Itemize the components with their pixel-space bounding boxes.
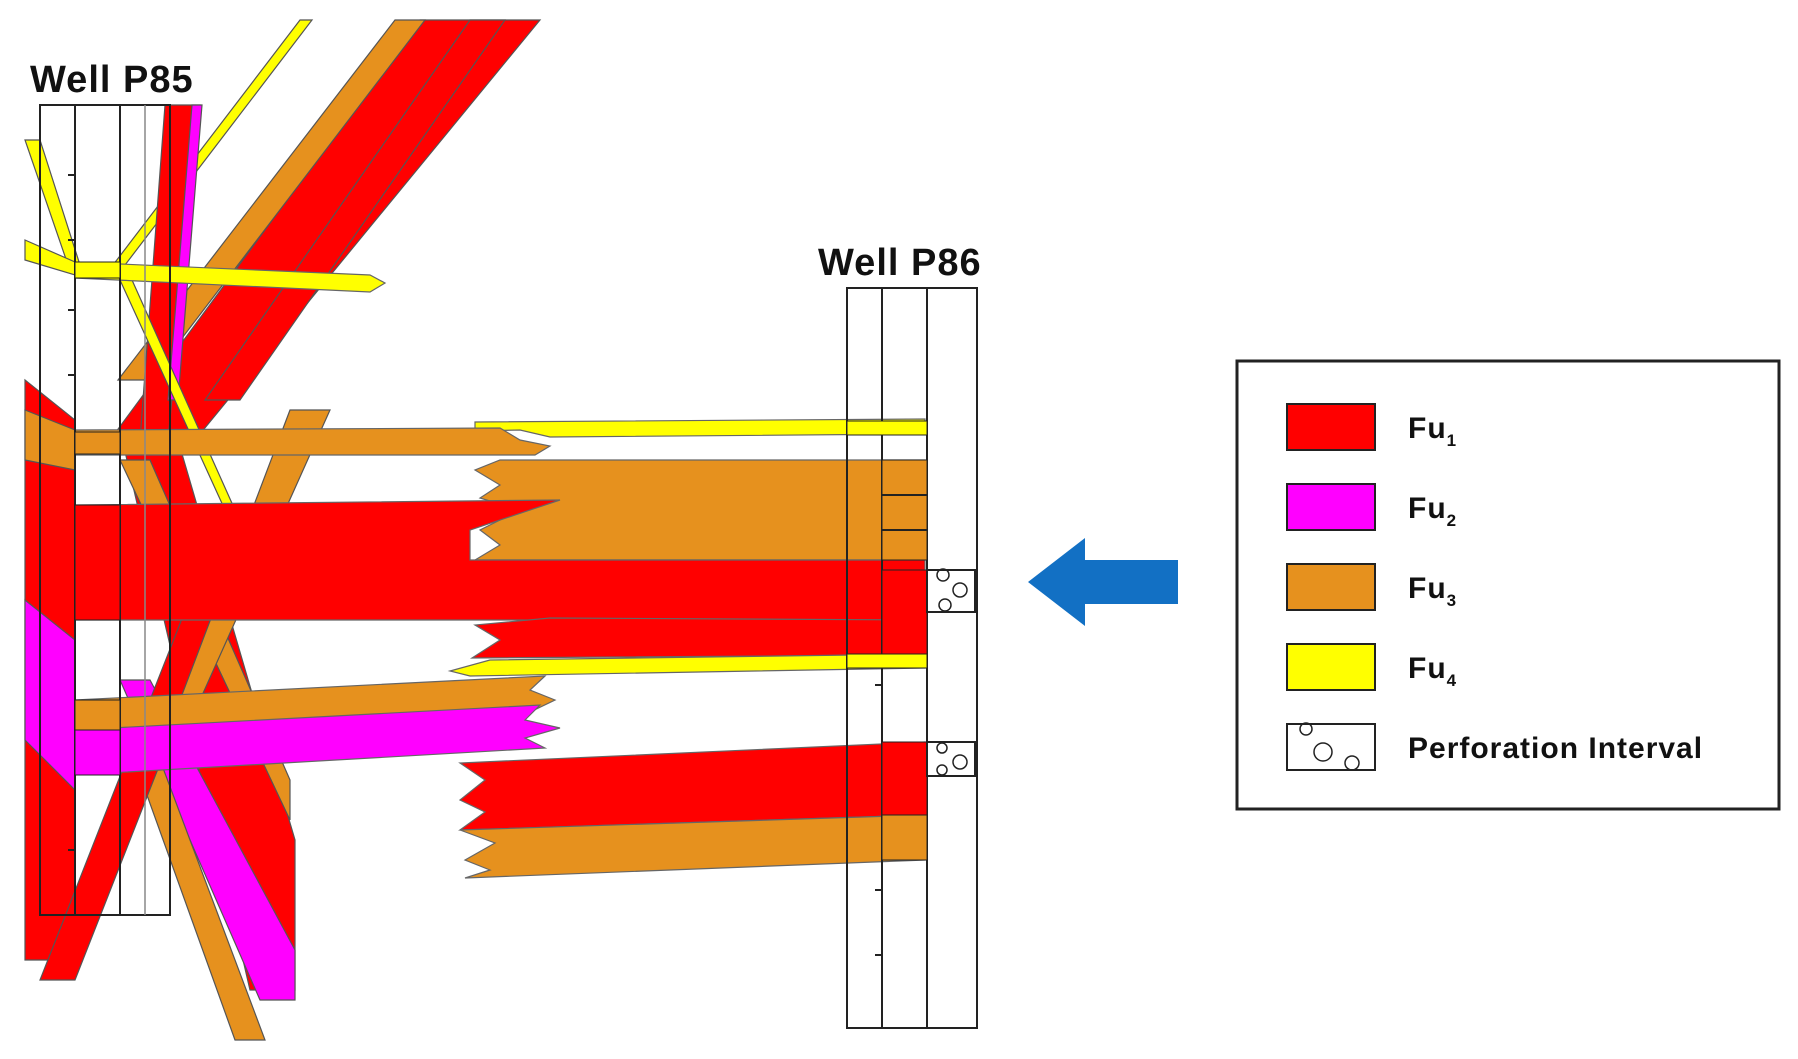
fu1-horizontal-band bbox=[469, 617, 926, 659]
legend-label-fu3: Fu3 bbox=[1408, 572, 1457, 610]
p85-fu2-fill bbox=[74, 729, 121, 776]
p85-column-frame bbox=[39, 104, 171, 916]
fu1-horizontal-band bbox=[74, 499, 926, 621]
legend-swatch-fu3 bbox=[1286, 563, 1376, 611]
legend-swatch-fu2 bbox=[1286, 483, 1376, 531]
p86-well-label: Well P86 bbox=[818, 242, 982, 284]
legend-label-fu4: Fu4 bbox=[1408, 652, 1457, 690]
p86-fu3-fill bbox=[881, 814, 928, 861]
well-p86-column: Well P86 bbox=[818, 242, 982, 1029]
well-p85-column: Well P85 bbox=[30, 59, 194, 916]
legend-swatch-fu1 bbox=[1286, 403, 1376, 451]
p86-fu4-fill bbox=[846, 653, 928, 669]
legend-label-fu2: Fu2 bbox=[1408, 492, 1457, 530]
legend: Fu1 Fu2 Fu3 Fu4 Perforation Interval bbox=[1235, 359, 1781, 811]
p85-fu3-fill bbox=[74, 699, 121, 731]
p86-fu3-fill bbox=[881, 459, 928, 561]
p85-fu1-fill bbox=[74, 504, 121, 621]
correlation-bands bbox=[74, 261, 926, 879]
legend-label-fu1: Fu1 bbox=[1408, 412, 1457, 450]
fu3-horizontal-band bbox=[459, 814, 926, 879]
p86-fu1-fill bbox=[881, 741, 928, 816]
p86-depth-ticks bbox=[875, 684, 882, 956]
legend-label-perforation: Perforation Interval bbox=[1408, 732, 1703, 765]
p85-fu4-fill bbox=[74, 261, 121, 279]
p86-perforation-interval bbox=[926, 741, 976, 777]
fu2-horizontal-band bbox=[74, 704, 561, 776]
flow-direction-arrow-icon bbox=[1028, 538, 1178, 626]
p86-fu4-fill bbox=[846, 420, 928, 436]
fu3-horizontal-band bbox=[74, 427, 552, 456]
p86-fu1-fill bbox=[881, 569, 928, 655]
p85-fu3-fill bbox=[74, 431, 121, 455]
p85-well-label: Well P85 bbox=[30, 59, 194, 101]
p85-depth-ticks bbox=[68, 174, 75, 851]
fu3-horizontal-band bbox=[472, 459, 926, 561]
legend-swatch-perforation bbox=[1286, 722, 1376, 771]
p86-perforation-interval bbox=[926, 568, 976, 613]
legend-swatch-fu4 bbox=[1286, 643, 1376, 691]
